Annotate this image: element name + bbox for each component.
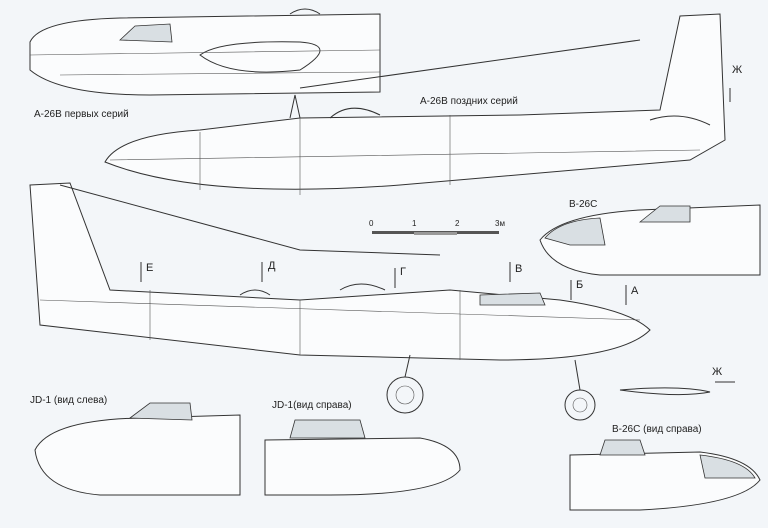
section-mark: Ж xyxy=(732,64,743,76)
scale-tick: 2 xyxy=(455,219,460,228)
section-mark: В xyxy=(515,263,523,275)
jd1-left-nose xyxy=(34,402,241,496)
scale-tick: 3м xyxy=(495,219,505,228)
a26b-early-nose xyxy=(29,8,381,96)
a26b-late-side-view xyxy=(104,13,726,195)
scale-bar xyxy=(372,231,499,235)
label-a26b-late: A-26B поздних серий xyxy=(420,96,518,107)
section-mark: А xyxy=(631,285,639,297)
section-mark: Д xyxy=(268,260,276,272)
label-b26c: B-26C xyxy=(569,199,598,210)
scale-tick: 1 xyxy=(412,219,417,228)
section-marks xyxy=(140,88,735,383)
section-mark: Б xyxy=(576,279,584,291)
label-b26c-right: B-26C (вид справа) xyxy=(612,424,702,435)
scale-tick: 0 xyxy=(369,219,374,228)
section-mark: Г xyxy=(400,266,406,278)
jd1-right-nose xyxy=(264,419,461,496)
b26c-nose xyxy=(539,204,761,276)
label-jd1-left: JD-1 (вид слева) xyxy=(30,395,108,406)
label-jd1-right: JD-1(вид справа) xyxy=(272,400,352,411)
section-mark: Ж xyxy=(712,366,723,378)
b26c-right-nose xyxy=(569,439,761,511)
a26-main-side-view xyxy=(29,182,711,421)
section-mark: Е xyxy=(146,262,154,274)
label-a26b-early: A-26B первых серий xyxy=(34,109,129,120)
